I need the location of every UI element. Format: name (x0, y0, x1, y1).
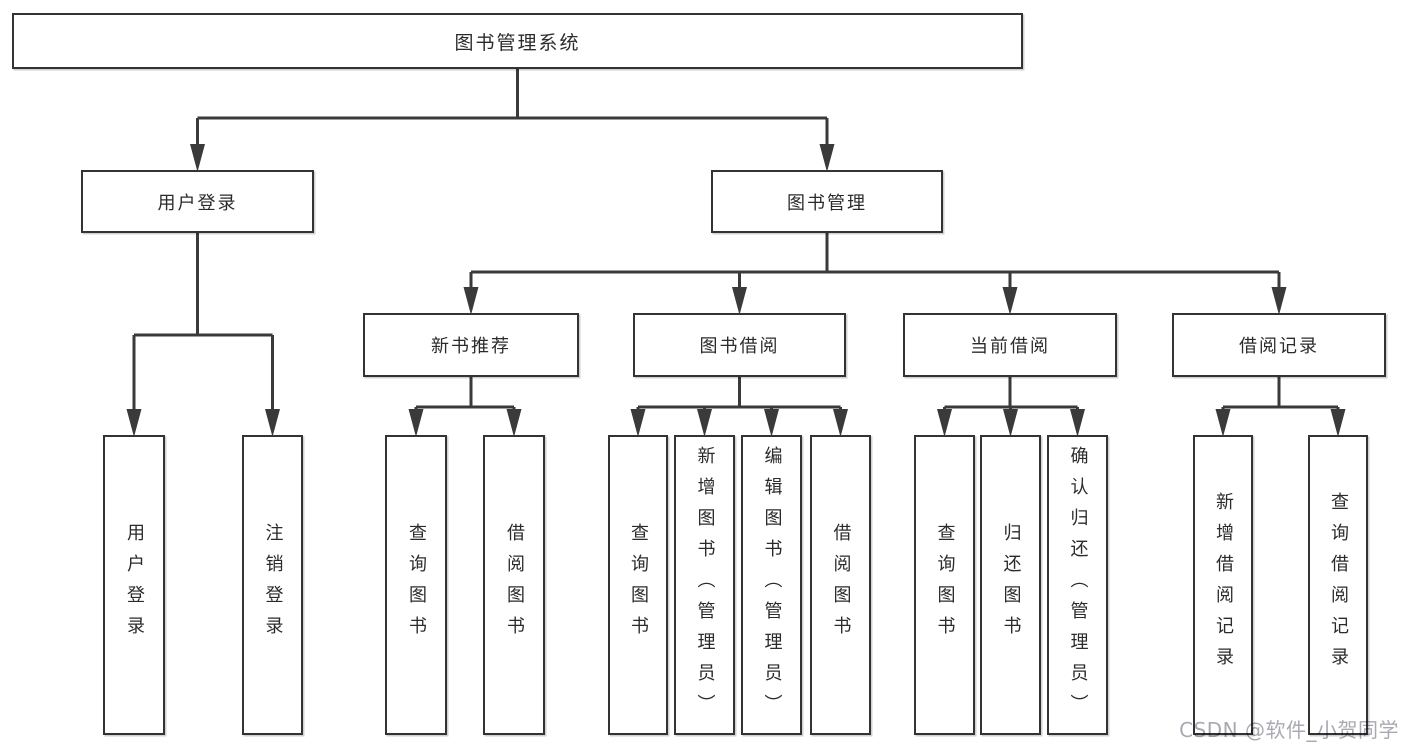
node-leaf-add-book: 新增图书（管理员） (674, 435, 735, 735)
node-leaf-confirm-return: 确认归还（管理员） (1047, 435, 1108, 735)
node-label: 确认归还（管理员） (1067, 445, 1089, 725)
node-leaf-return-book: 归还图书 (980, 435, 1041, 735)
node-label: 用户登录 (124, 523, 145, 647)
node-label: 注销登录 (262, 523, 284, 647)
node-label: 归还图书 (1000, 523, 1022, 647)
node-book-borrow: 图书借阅 (633, 313, 846, 377)
node-borrow-record: 借阅记录 (1172, 313, 1386, 377)
watermark: CSDN @软件_小贺同学 (1179, 718, 1399, 742)
node-label: 新增借阅记录 (1213, 492, 1234, 678)
node-leaf-query-book-2: 查询图书 (608, 435, 668, 735)
arrowheads (126, 144, 1346, 437)
node-label: 新增图书（管理员） (694, 445, 716, 725)
node-leaf-user-login: 用户登录 (103, 435, 165, 735)
node-current-borrow: 当前借阅 (903, 313, 1117, 377)
node-leaf-borrow-book-2: 借阅图书 (810, 435, 871, 735)
node-label: 借阅图书 (504, 523, 525, 647)
node-label: 编辑图书（管理员） (761, 445, 783, 725)
node-leaf-logout: 注销登录 (242, 435, 303, 735)
node-book-mgmt: 图书管理 (711, 170, 943, 233)
node-label: 借阅记录 (1239, 336, 1319, 357)
node-leaf-add-record: 新增借阅记录 (1193, 435, 1253, 735)
node-label: 图书管理系统 (454, 31, 581, 54)
node-label: 图书管理 (787, 192, 867, 214)
node-leaf-query-book-1: 查询图书 (385, 435, 447, 735)
node-root: 图书管理系统 (12, 13, 1023, 69)
node-label: 新书推荐 (431, 336, 511, 357)
node-label: 查询图书 (628, 523, 649, 647)
node-label: 借阅图书 (830, 523, 852, 647)
node-leaf-edit-book: 编辑图书（管理员） (741, 435, 802, 735)
node-label: 当前借阅 (970, 336, 1050, 357)
node-leaf-query-record: 查询借阅记录 (1308, 435, 1368, 735)
node-label: 查询图书 (406, 523, 427, 647)
node-leaf-query-book-3: 查询图书 (914, 435, 975, 735)
node-label: 查询图书 (934, 523, 956, 647)
node-label: 查询借阅记录 (1328, 492, 1349, 678)
node-leaf-borrow-book-1: 借阅图书 (483, 435, 545, 735)
node-new-book-rec: 新书推荐 (363, 313, 579, 377)
node-label: 用户登录 (157, 192, 238, 214)
node-label: 图书借阅 (699, 336, 780, 357)
node-user-login: 用户登录 (81, 170, 314, 233)
